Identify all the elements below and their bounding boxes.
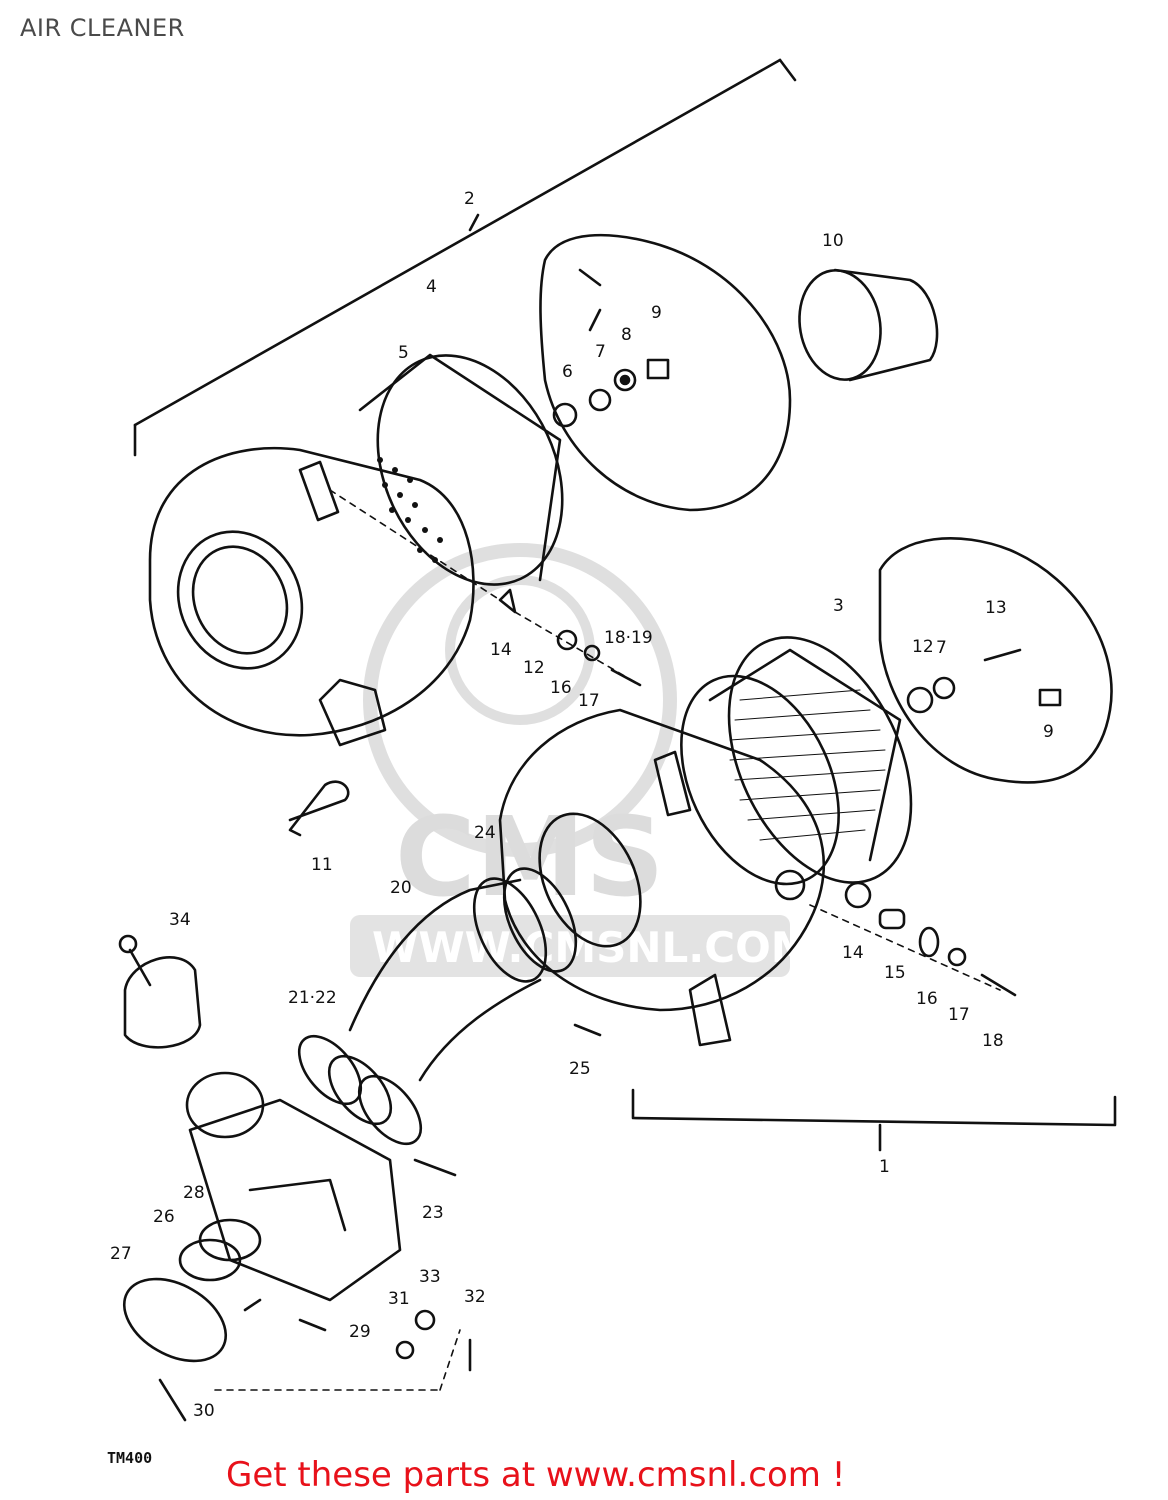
callout-7b: 7 <box>936 638 947 658</box>
get-parts-link[interactable]: Get these parts at www.cmsnl.com ! <box>226 1455 846 1495</box>
part-11-clip <box>288 780 350 837</box>
callout-29: 29 <box>349 1322 371 1342</box>
callout-21-22: 21·22 <box>288 988 337 1008</box>
upper-filter-element <box>358 353 564 586</box>
callout-2: 2 <box>464 189 475 209</box>
callout-14b: 14 <box>842 943 864 963</box>
callout-24: 24 <box>474 823 496 843</box>
lower-cap <box>878 537 1113 784</box>
callout-13: 13 <box>985 598 1007 618</box>
watermark-brand: CMS <box>395 793 664 921</box>
joint-boot <box>297 1034 423 1146</box>
drawing-code: TM400 <box>107 1449 153 1467</box>
intake-manifold <box>122 1218 262 1422</box>
watermark: CMS WWW.CMSNL.COM <box>350 543 813 977</box>
callout-11: 11 <box>311 855 333 875</box>
callout-18-19: 18·19 <box>604 628 653 648</box>
lower-housing <box>498 708 826 1047</box>
callout-8: 8 <box>621 325 632 345</box>
bracket-assembly-2 <box>133 58 797 457</box>
carburetor <box>185 1071 402 1302</box>
upper-cap <box>539 233 792 512</box>
callout-7a: 7 <box>595 342 606 362</box>
callout-18: 18 <box>982 1031 1004 1051</box>
callout-32: 32 <box>464 1287 486 1307</box>
callout-6: 6 <box>562 362 573 382</box>
callout-9b: 9 <box>1043 722 1054 742</box>
watermark-url: WWW.CMSNL.COM <box>372 923 813 972</box>
callout-10: 10 <box>822 231 844 251</box>
callout-23: 23 <box>422 1203 444 1223</box>
callout-9a: 9 <box>651 303 662 323</box>
callout-33: 33 <box>419 1267 441 1287</box>
callout-26: 26 <box>153 1207 175 1227</box>
callout-25: 25 <box>569 1059 591 1079</box>
page-title: AIR CLEANER <box>20 14 185 42</box>
callout-16a: 16 <box>550 678 572 698</box>
callout-4: 4 <box>426 277 437 297</box>
callout-28: 28 <box>183 1183 205 1203</box>
part-34-cap <box>118 934 202 1049</box>
callout-12b: 12 <box>912 637 934 657</box>
callout-30: 30 <box>193 1401 215 1421</box>
leader-lines <box>214 489 1001 1391</box>
callout-17b: 17 <box>948 1005 970 1025</box>
callout-15: 15 <box>884 963 906 983</box>
callout-5: 5 <box>398 343 409 363</box>
callout-labels: 1 2 3 4 5 6 7 8 9 10 11 12 12 13 7 9 14 … <box>110 189 1054 1421</box>
callout-34: 34 <box>169 910 191 930</box>
callout-14a: 14 <box>490 640 512 660</box>
callout-12a: 12 <box>523 658 545 678</box>
bracket-assembly-1 <box>631 1088 1117 1152</box>
part-10-intake-cap <box>798 268 939 382</box>
callout-27: 27 <box>110 1244 132 1264</box>
fasteners <box>298 588 1017 1372</box>
callout-17a: 17 <box>578 691 600 711</box>
intake-hose <box>348 867 578 1082</box>
upper-housing <box>148 446 475 747</box>
callout-31: 31 <box>388 1289 410 1309</box>
callout-1: 1 <box>879 1157 890 1177</box>
callout-16b: 16 <box>916 989 938 1009</box>
callout-3: 3 <box>833 596 844 616</box>
lower-filter-element <box>680 636 913 886</box>
callout-20: 20 <box>390 878 412 898</box>
